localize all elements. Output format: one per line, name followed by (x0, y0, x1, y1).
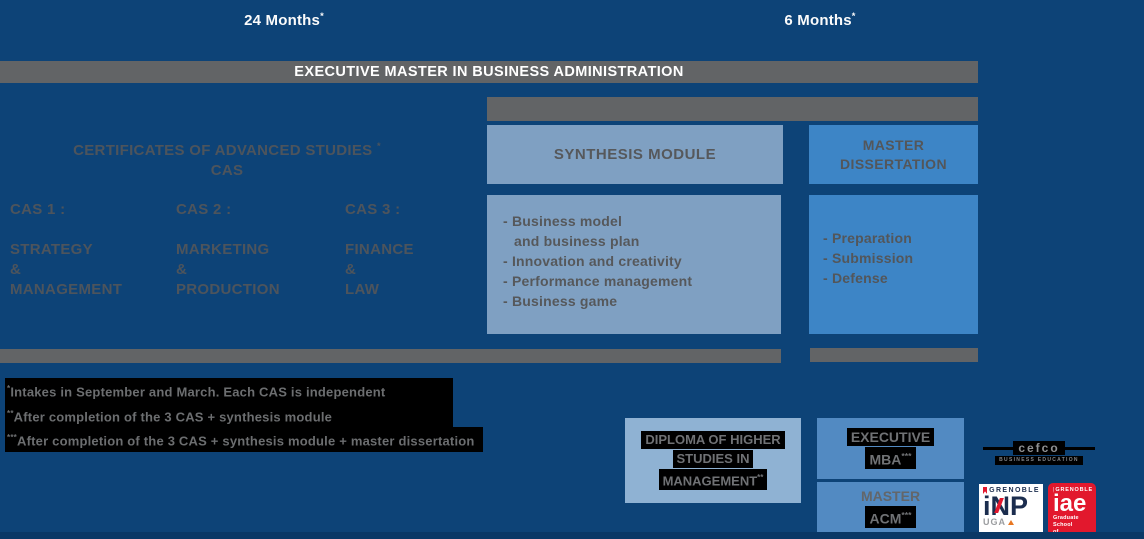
grenoble-inp-logo: GRENOBLE iNP UGA (979, 484, 1043, 536)
footnote-2-text: After completion of the 3 CAS + synthesi… (13, 409, 333, 425)
footnote-1-asterisk: * (7, 384, 11, 393)
cas3-line2: & (345, 261, 357, 278)
cas1-line2: & (10, 261, 22, 278)
cefco-logo: cefco BUSINESS EDUCATION (983, 441, 1096, 465)
footnote-3-asterisk: *** (7, 433, 17, 443)
footnote-2-asterisk: ** (7, 408, 14, 418)
cas1-line3: MANAGEMENT (10, 281, 123, 298)
diploma-line3: MANAGEMENT** (658, 468, 768, 491)
master-dissertation-title-line2: DISSERTATION (840, 155, 947, 172)
cas-heading-line1: CERTIFICATES OF ADVANCED STUDIES * (38, 136, 416, 161)
cas-heading-text: CERTIFICATES OF ADVANCED STUDIES (73, 142, 373, 159)
diploma-box: DIPLOMA OF HIGHER STUDIES IN MANAGEMENT*… (625, 418, 801, 503)
footnote-2-chip: **After completion of the 3 CAS + synthe… (5, 402, 453, 428)
cas-heading-asterisk: * (376, 141, 381, 151)
inp-logo-header: GRENOBLE (983, 487, 1040, 494)
synthesis-item-2: - Innovation and creativity (503, 253, 682, 269)
iae-subtitle-line1: Graduate School (1053, 515, 1079, 528)
duration-6-months: 6 Months* (740, 11, 900, 29)
inp-city-label: GRENOBLE (989, 487, 1040, 494)
inp-uga-label: UGA (983, 517, 1006, 527)
cefco-logo-row: cefco (983, 441, 1096, 455)
cas-column-1: CAS 1 : STRATEGY & MANAGEMENT (10, 200, 170, 300)
synthesis-item-3: - Performance management (503, 273, 693, 289)
footnote-1-text: Intakes in September and March. Each CAS… (10, 384, 386, 400)
footnote-3: ***After completion of the 3 CAS + synth… (5, 427, 483, 453)
synthesis-module-title: SYNTHESIS MODULE (553, 146, 717, 163)
mba-line2-text: MBA (869, 451, 902, 468)
cefco-rule-left (983, 446, 1014, 450)
inp-uga-row: UGA (983, 517, 1040, 527)
executive-mba-box: EXECUTIVE MBA*** (817, 418, 964, 479)
diploma-line2: STUDIES IN (672, 449, 754, 468)
diploma-line1: DIPLOMA OF HIGHER (641, 430, 785, 449)
dissertation-item-3: - Defense (823, 270, 888, 286)
duration-24-text: 24 Months (244, 12, 321, 29)
cas1-label: CAS 1 : (10, 201, 66, 218)
inp-wordmark: iNP (983, 491, 1040, 521)
synthesis-module-content: - Business model and business plan - Inn… (487, 195, 781, 334)
master-dissertation-header: MASTER DISSERTATION (809, 125, 978, 184)
master-acm-box: MASTER ACM*** (817, 482, 964, 533)
cas-heading-line2: CAS (210, 162, 244, 179)
cas3-line3: LAW (345, 281, 380, 298)
cas-heading: CERTIFICATES OF ADVANCED STUDIES * CAS (38, 136, 416, 181)
duration-6-text: 6 Months (784, 12, 852, 29)
top-gray-bar-right (487, 97, 978, 121)
acm-line1: MASTER (860, 488, 921, 505)
footnote-3-chip: ***After completion of the 3 CAS + synth… (5, 427, 483, 453)
cefco-tagline: BUSINESS EDUCATION (995, 456, 1083, 465)
dissertation-item-1: - Preparation (823, 230, 912, 246)
grenoble-iae-logo: GRENOBLE iae Graduate School of Manageme… (1048, 483, 1096, 539)
synthesis-module-header: SYNTHESIS MODULE (487, 125, 783, 184)
program-title-bar: EXECUTIVE MASTER IN BUSINESS ADMINISTRAT… (0, 61, 978, 83)
cas-column-3: CAS 3 : FINANCE & LAW (345, 200, 475, 300)
bottom-gray-bar-right (810, 348, 978, 362)
cas3-line1: FINANCE (345, 241, 414, 258)
cas-column-2: CAS 2 : MARKETING & PRODUCTION (176, 200, 336, 300)
duration-6-asterisk: * (851, 11, 856, 21)
uga-triangle-icon (1008, 519, 1014, 525)
acm-line2-text: ACM (869, 510, 902, 527)
acm-line2: ACM*** (865, 506, 916, 528)
footnotes: *Intakes in September and March. Each CA… (5, 378, 483, 453)
cas3-label: CAS 3 : (345, 201, 401, 218)
synthesis-item-4: - Business game (503, 293, 618, 309)
footnote-1: *Intakes in September and March. Each CA… (5, 378, 483, 403)
synthesis-item-1: - Business model (503, 213, 623, 229)
iae-logo-header: GRENOBLE (1053, 487, 1093, 493)
cefco-rule-right (1064, 446, 1096, 450)
diploma-line3-text: MANAGEMENT (662, 473, 758, 489)
footnote-1-chip: *Intakes in September and March. Each CA… (5, 378, 453, 403)
duration-24-asterisk: * (320, 11, 324, 21)
cas2-label: CAS 2 : (176, 201, 232, 218)
program-title: EXECUTIVE MASTER IN BUSINESS ADMINISTRAT… (294, 64, 684, 80)
cas2-line2: & (176, 261, 188, 278)
master-dissertation-content: - Preparation - Submission - Defense (809, 195, 978, 334)
footnote-3-text: After completion of the 3 CAS + synthesi… (17, 433, 475, 449)
cas2-line3: PRODUCTION (176, 281, 280, 298)
diploma-asterisks: ** (757, 472, 764, 482)
mba-asterisks: *** (901, 451, 912, 462)
mba-line2: MBA*** (865, 447, 916, 469)
bottom-edge-strip (0, 532, 1144, 539)
mba-line1: EXECUTIVE (846, 428, 935, 447)
dissertation-item-2: - Submission (823, 250, 914, 266)
acm-asterisks: *** (901, 510, 912, 521)
synthesis-item-1b: and business plan (514, 233, 640, 249)
master-dissertation-title-line1: MASTER (862, 136, 925, 153)
cefco-wordmark: cefco (1013, 441, 1065, 455)
cas2-line1: MARKETING (176, 241, 270, 258)
iae-wordmark: iae (1053, 490, 1087, 517)
inp-wordmark-text: iNP (983, 491, 1029, 521)
iae-city-label: GRENOBLE (1055, 487, 1093, 493)
bottom-gray-bar-left (0, 349, 781, 363)
duration-24-months: 24 Months* (204, 11, 364, 29)
cas1-line1: STRATEGY (10, 241, 93, 258)
footnote-2: **After completion of the 3 CAS + synthe… (5, 402, 483, 428)
inp-flag-icon (983, 487, 988, 494)
